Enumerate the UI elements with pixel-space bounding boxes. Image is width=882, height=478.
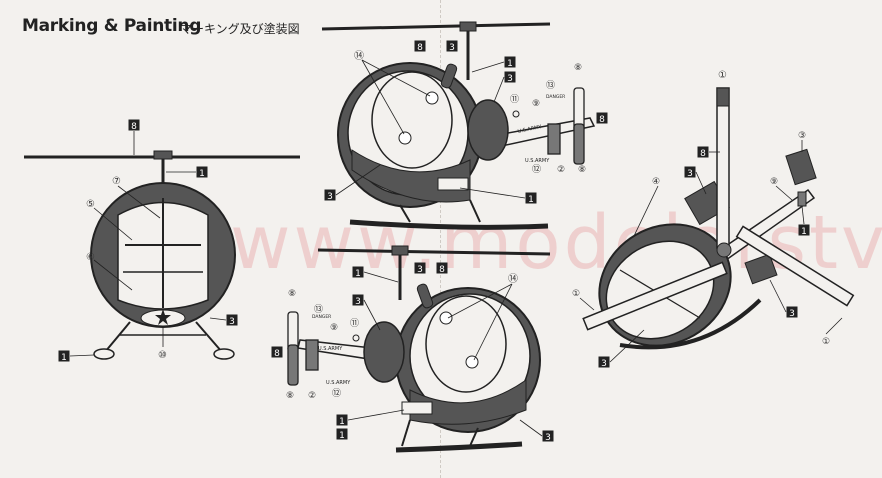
svg-text:U.S.ARMY: U.S.ARMY <box>318 346 343 352</box>
svg-text:8: 8 <box>439 265 445 275</box>
svg-text:U.S.ARMY: U.S.ARMY <box>517 124 543 135</box>
svg-text:8: 8 <box>131 122 137 132</box>
svg-text:3: 3 <box>545 433 551 443</box>
svg-text:⑥: ⑥ <box>86 252 95 263</box>
svg-text:⑧: ⑧ <box>578 165 586 175</box>
svg-text:8: 8 <box>417 43 423 53</box>
svg-text:3: 3 <box>687 169 693 179</box>
svg-text:④: ④ <box>652 177 660 187</box>
svg-text:⑭: ⑭ <box>354 50 364 62</box>
svg-text:③: ③ <box>798 131 806 141</box>
svg-text:⑤: ⑤ <box>86 199 95 210</box>
svg-text:U.S.ARMY: U.S.ARMY <box>326 380 351 386</box>
page-fold-line <box>440 0 441 478</box>
side-view-right-helicopter: U.S.ARMY DANGER U.S.ARMY <box>321 21 596 230</box>
svg-text:⑪: ⑪ <box>350 318 359 329</box>
svg-text:①: ① <box>718 70 727 81</box>
svg-text:①: ① <box>572 289 580 299</box>
front-view-helicopter <box>24 150 300 360</box>
svg-text:⑨: ⑨ <box>770 177 778 187</box>
svg-text:⑨: ⑨ <box>532 99 540 109</box>
top-view-helicopter <box>582 87 855 350</box>
svg-text:⑧: ⑧ <box>574 63 582 73</box>
svg-text:U.S.ARMY: U.S.ARMY <box>525 158 550 164</box>
svg-text:⑫: ⑫ <box>332 388 341 399</box>
svg-text:8: 8 <box>274 349 280 359</box>
svg-text:⑬: ⑬ <box>546 80 555 91</box>
svg-text:⑭: ⑭ <box>508 273 518 285</box>
top-view-callouts: ① 8 3 ③ ⑨ 1 ④ ① 3 ① 3 <box>572 70 843 369</box>
svg-text:1: 1 <box>355 269 361 279</box>
svg-text:3: 3 <box>789 309 795 319</box>
svg-text:1: 1 <box>61 353 67 363</box>
svg-text:⑧: ⑧ <box>288 289 296 299</box>
svg-text:3: 3 <box>327 192 333 202</box>
svg-text:1: 1 <box>801 227 807 237</box>
svg-text:⑨: ⑨ <box>330 323 338 333</box>
svg-text:3: 3 <box>449 43 455 53</box>
side-view-left-helicopter: U.S.ARMY DANGER U.S.ARMY <box>287 245 551 453</box>
svg-text:1: 1 <box>528 195 534 205</box>
svg-text:⑬: ⑬ <box>314 304 323 315</box>
section-title: Marking & Painting <box>22 16 202 36</box>
side-view-right-callouts: 8 3 1 3 ⑭ ⑪ ⑨ ⑬ ⑧ 8 ② ⑧ ⑫ 3 1 <box>324 40 608 205</box>
svg-text:⑩: ⑩ <box>158 350 167 361</box>
svg-text:1: 1 <box>199 169 205 179</box>
svg-text:8: 8 <box>700 149 706 159</box>
svg-text:3: 3 <box>601 359 607 369</box>
svg-text:1: 1 <box>339 417 345 427</box>
svg-text:⑧: ⑧ <box>286 391 294 401</box>
svg-text:②: ② <box>308 391 316 401</box>
front-view-callouts: 8 1 ⑦ ⑤ ⑥ 3 ⑩ 1 <box>58 119 238 363</box>
svg-text:1: 1 <box>507 59 513 69</box>
svg-text:⑪: ⑪ <box>510 94 519 105</box>
svg-text:3: 3 <box>417 265 423 275</box>
svg-text:3: 3 <box>355 297 361 307</box>
svg-text:8: 8 <box>599 115 605 125</box>
svg-text:⑦: ⑦ <box>112 176 121 187</box>
svg-text:DANGER: DANGER <box>546 94 565 100</box>
side-view-left-callouts: 1 3 8 3 ⑭ ⑧ ⑬ ⑨ ⑪ 8 ⑧ ② ⑫ 1 1 <box>271 262 554 443</box>
svg-text:3: 3 <box>229 317 235 327</box>
svg-text:②: ② <box>557 165 565 175</box>
section-title-japanese: マーキング及び塗装図 <box>180 22 300 36</box>
svg-text:1: 1 <box>339 431 345 441</box>
svg-text:3: 3 <box>507 74 513 84</box>
svg-text:DANGER: DANGER <box>312 314 331 320</box>
svg-text:①: ① <box>822 337 830 347</box>
svg-text:⑫: ⑫ <box>532 164 541 175</box>
